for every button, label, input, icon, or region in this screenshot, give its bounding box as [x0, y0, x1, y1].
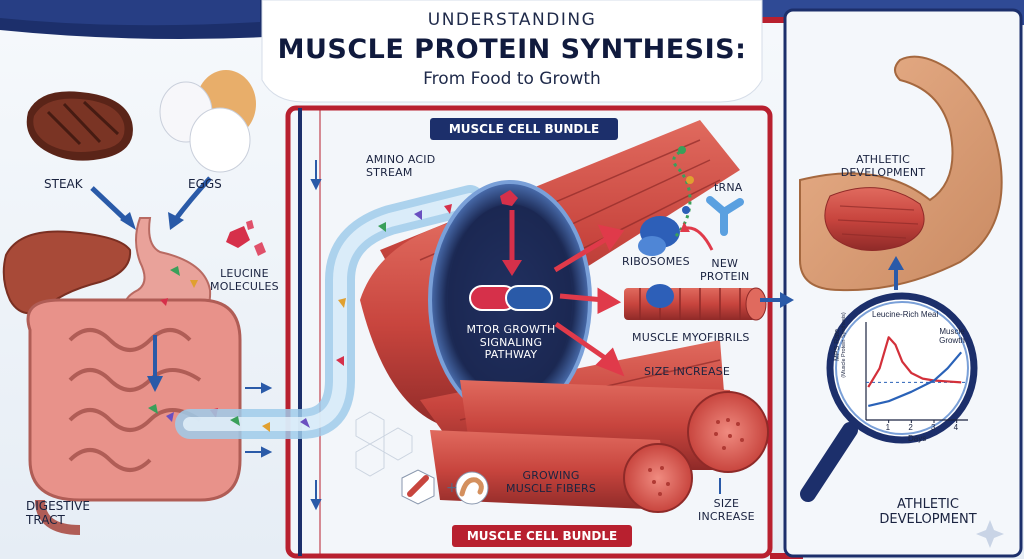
fiber-mini-icon — [401, 469, 435, 505]
trna-label: tRNA — [714, 181, 743, 194]
new-protein-label: NEW PROTEIN — [700, 257, 750, 283]
sparkle-icon — [976, 520, 1004, 548]
athletic-development-label-bottom: ATHLETIC DEVELOPMENT — [879, 497, 977, 527]
myofibril-icon — [624, 284, 767, 321]
trna-icon — [706, 196, 744, 236]
size-increase-label: SIZE INCREASE — [644, 365, 731, 378]
muscle-myofibrils-label: MUSCLE MYOFIBRILS — [632, 331, 750, 344]
growing-muscle-fibers-label: GROWING MUSCLE FIBERS — [506, 469, 597, 495]
intestines-shape — [26, 298, 242, 535]
leucine-in-cell — [500, 190, 518, 206]
amino-acid-stream-label: AMINO ACID STREAM — [366, 153, 436, 179]
chart-annotation-growth: Muscle Growth — [939, 327, 965, 345]
muscle-cell-bundle-banner-top: MUSCLE CELL BUNDLE — [430, 118, 618, 140]
page-subtitle: From Food to Growth — [423, 69, 601, 89]
chart-x-tick-label-1: 1 — [885, 423, 891, 432]
plus-sign: + — [446, 480, 458, 496]
chart-ylabel: MPS Rate (Muscle Protein Synthesis) — [834, 312, 847, 378]
steak-icon — [26, 91, 133, 161]
leucine-label: LEUCINE MOLECULES — [210, 267, 279, 293]
chart-series-line-2 — [868, 351, 963, 407]
eggs-icon — [159, 70, 256, 173]
chart-xlabel: Days — [908, 434, 927, 443]
stream-particles — [230, 204, 452, 432]
chart-x-tick-label-3: 3 — [931, 423, 936, 432]
chart-annotation-meal: Leucine-Rich Meal — [872, 310, 939, 319]
mps-chart — [865, 322, 968, 423]
size-increase-label-2: SIZE INCREASE — [698, 497, 755, 523]
digestive-tract-label: DIGESTIVE TRACT — [26, 499, 90, 527]
eggs-label: EGGS — [188, 177, 222, 191]
chart-x-tick-label-4: 4 — [953, 423, 959, 432]
title-block: UNDERSTANDING MUSCLE PROTEIN SYNTHESIS: … — [262, 0, 762, 102]
athletic-development-label-top: ATHLETIC DEVELOPMENT — [840, 153, 926, 179]
chart-series-line-1 — [867, 336, 962, 388]
ribosomes-label: RIBOSOMES — [622, 255, 690, 268]
title-top: UNDERSTANDING — [427, 10, 597, 30]
hex-decoration — [355, 411, 413, 477]
chart-x-tick-label-2: 2 — [908, 423, 913, 432]
growing-fibers — [430, 380, 769, 513]
mtor-capsule-icon — [469, 285, 553, 311]
leucine-molecules — [226, 220, 266, 256]
steak-label: STEAK — [44, 177, 83, 191]
muscle-cell-bundle-banner-bottom: MUSCLE CELL BUNDLE — [452, 525, 632, 547]
mtor-label: mTOR GROWTH SIGNALING PATHWAY — [466, 323, 556, 362]
signaling-arrows — [553, 224, 625, 377]
page-title: MUSCLE PROTEIN SYNTHESIS: — [277, 34, 747, 65]
ribosome-icon — [638, 146, 694, 256]
flex-mini-icon — [455, 471, 489, 505]
title-card — [261, 0, 763, 103]
flexed-arm — [799, 55, 1003, 292]
liver-shape — [2, 230, 132, 315]
